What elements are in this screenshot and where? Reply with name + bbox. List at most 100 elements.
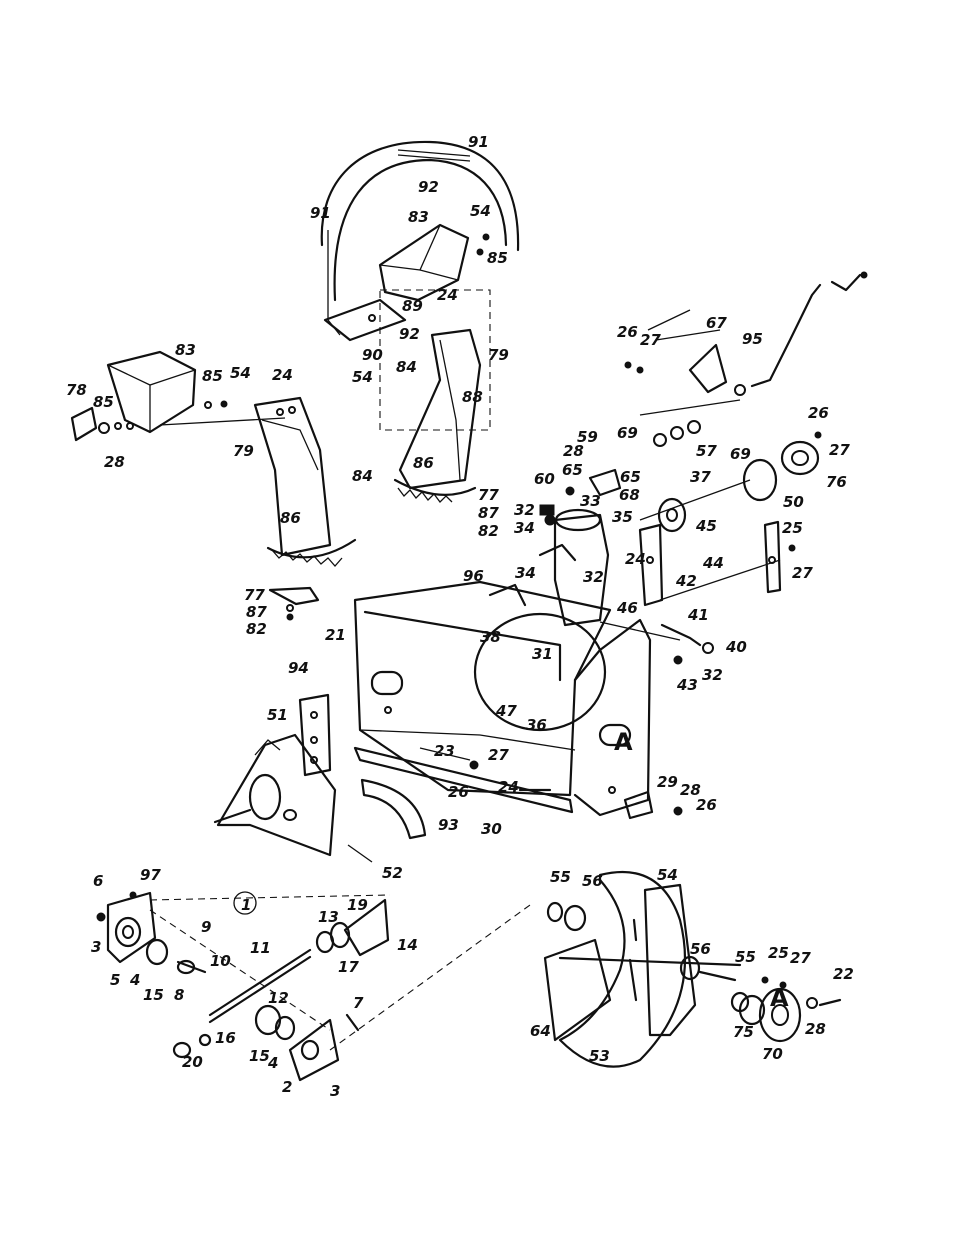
part-number-label: 90 [362,346,383,364]
skid-shoe [623,790,683,820]
part-number-label: 27 [829,441,850,459]
part-number-label: 10 [210,952,231,970]
part-number-label: 19 [347,896,368,914]
part-number-label: 86 [413,454,434,472]
part-number-label: 44 [702,554,724,572]
part-number-label: 54 [352,368,373,386]
part-number-label: 3 [330,1082,340,1100]
part-number-label: 69 [617,424,638,442]
part-number-label: 83 [408,208,429,226]
part-number-label: 6 [93,872,103,890]
part-number-label: 5 [110,971,120,989]
part-number-label: 28 [680,781,701,799]
part-number-label: 11 [250,939,271,957]
part-number-label: 3 [91,938,101,956]
part-number-label: 25 [782,519,803,537]
part-number-label: 87 [478,504,499,522]
part-number-label: 51 [267,706,288,724]
part-number-label: 96 [463,567,484,585]
chute-deflector-left [70,350,286,442]
part-number-label: 27 [488,746,509,764]
part-number-label: 27 [790,949,811,967]
part-number-label: 26 [448,783,469,801]
part-number-label: 79 [488,346,509,364]
part-number-label: 64 [530,1022,551,1040]
part-number-label: 43 [676,676,698,694]
part-number-label: 78 [66,381,87,399]
part-number-label: 79 [233,442,254,460]
part-number-label: 24 [625,550,646,568]
part-number-label: 77 [244,586,265,604]
impeller-housing [538,468,622,627]
part-number-label: 69 [730,445,751,463]
part-number-label: 55 [735,948,756,966]
part-number-label: 28 [104,453,125,471]
part-number-label: 91 [310,204,331,222]
auger-housing [353,580,681,817]
part-number-label: 91 [468,133,489,151]
part-number-label: 36 [526,716,547,734]
part-number-label: 59 [577,428,598,446]
impeller-auger-assembly [329,870,842,1068]
part-number-label: 76 [826,473,847,491]
part-number-label: 65 [562,461,583,479]
part-number-label: 67 [706,314,727,332]
part-number-label: 93 [438,816,459,834]
part-number-label: 15 [143,986,164,1004]
section-marker-a: A [770,984,789,1012]
part-number-label: 92 [399,325,420,343]
part-number-label: 17 [338,958,359,976]
part-number-label: 32 [514,501,535,519]
part-number-label: 28 [805,1020,826,1038]
part-number-label: 77 [478,486,499,504]
part-number-label: 8 [174,986,184,1004]
part-number-label: 82 [246,620,267,638]
part-number-label: 37 [690,468,711,486]
part-number-label: 35 [612,508,633,526]
section-markers: AA [614,728,789,1012]
scraper-bar [353,746,574,814]
discharge-chute-upper [379,289,491,503]
section-marker-a: A [614,728,633,756]
part-number-label: 38 [480,628,501,646]
part-number-label: 30 [481,820,502,838]
part-number-label: 53 [589,1047,610,1065]
part-number-label: 54 [230,364,251,382]
part-number-label: 97 [140,866,161,884]
part-number-label: 32 [583,568,604,586]
discharge-chute-left [253,396,357,621]
side-brackets [638,520,796,665]
detail-callout-circle [233,891,257,915]
part-number-label: 84 [352,467,373,485]
part-number-label: 31 [532,645,553,663]
part-number-label: 27 [792,564,813,582]
part-number-label: 95 [742,330,763,348]
part-number-label: 55 [550,868,571,886]
part-number-label: 26 [617,323,638,341]
part-number-label: 87 [246,603,267,621]
part-number-label: 13 [318,908,339,926]
part-number-label: 56 [582,872,603,890]
part-number-label: 20 [182,1053,203,1071]
part-number-label: 26 [696,796,717,814]
part-number-label: 84 [396,358,417,376]
part-number-label: 60 [534,470,555,488]
part-number-label: 34 [515,564,536,582]
part-number-label: 83 [175,341,196,359]
part-number-label: 40 [725,638,747,656]
part-number-label: 23 [434,742,455,760]
part-number-label: 24 [437,286,458,304]
part-number-label: 82 [478,522,499,540]
part-number-label: 54 [657,866,678,884]
part-number-label: 68 [619,486,640,504]
part-number-label: 27 [640,331,661,349]
part-number-label: 1 [241,896,251,914]
part-number-label: 12 [268,989,289,1007]
part-number-label: 70 [762,1045,783,1063]
part-number-label: 24 [272,366,293,384]
part-number-label: 15 [249,1047,270,1065]
part-number-label: 4 [267,1054,278,1072]
